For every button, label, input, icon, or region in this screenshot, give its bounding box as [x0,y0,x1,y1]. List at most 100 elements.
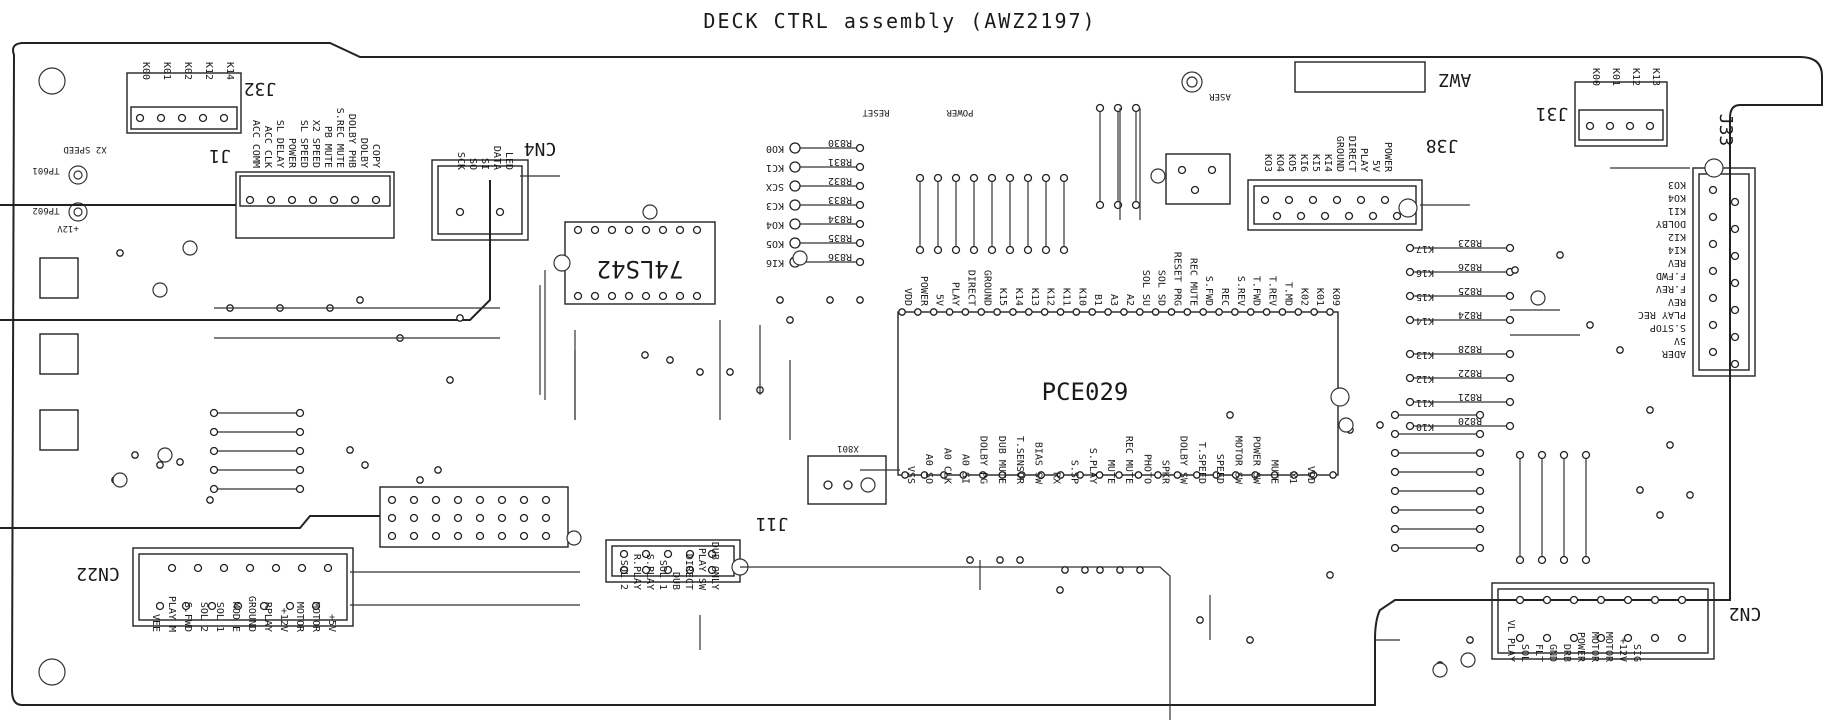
k-left-pad [789,237,801,249]
j33-pin [1730,332,1740,342]
mid-connector-pin [541,513,551,523]
diode-box-2 [39,333,79,375]
shift-ic-pin [607,291,617,301]
cn4-outline [431,159,529,241]
tp601-pad-inner [73,170,83,180]
lower-right-pad [1475,448,1485,458]
cn22-pin-label: +12V [278,608,289,632]
cn2-inner [1497,588,1709,654]
crystal-pad-3 [860,477,876,493]
r-right-label: R823 [1458,237,1482,248]
j11-pin-label: SOL 2 [618,560,629,590]
mid-connector-pin [475,495,485,505]
main-ic-bottom-pin-label: MUTE [1269,460,1280,484]
mid-connector-mount [566,530,582,546]
lower-right-pad [1390,543,1400,553]
j1-pin [266,195,276,205]
mid-connector-pin [387,495,397,505]
cn2-pin-label: FLT [1533,644,1544,662]
j11-pin [641,549,651,559]
resistor-pad [1405,243,1415,253]
component-pad [856,296,864,304]
j32-pin-label: K02 [182,62,193,80]
j1-pin-label: DOLBY PHB [346,114,357,168]
vertical-resistor-pad [1023,245,1033,255]
j38-pin-label: KO3 [1262,154,1273,172]
j38-pin [1260,195,1270,205]
main-ic-top-pin-label: 5V [934,294,945,306]
component-pad [1376,421,1384,429]
main-ic-top-pin-label: A3 [1108,294,1119,306]
via-ring [642,204,658,220]
power-label: POWER [946,107,974,117]
lower-right-pad [1390,486,1400,496]
main-ic-bottom-pin [901,471,909,479]
lower-right-pad [1559,555,1569,565]
shift-ic-pin [590,225,600,235]
main-ic-bottom-pin [940,471,948,479]
j11-pin-label: DIRECT [683,554,694,590]
component-pad [456,314,464,322]
mid-connector-pin [519,531,529,541]
shift-ic-pin [641,291,651,301]
j1-pin-label: DOLBY [358,138,369,168]
k-left-end-pad [855,143,865,153]
main-ic-top-pin [1262,308,1271,316]
j31-pin-label: K13 [1650,68,1661,86]
cn22-pin [155,601,165,611]
main-ic-bottom-pin-label: REC MUTE [1123,436,1134,484]
cn2-pin [1569,595,1579,605]
j38-pin [1368,211,1378,221]
j31-pin [1645,121,1655,131]
resistor-pad [1505,291,1515,301]
j11-pin [641,565,651,575]
aser-pin [1207,165,1217,175]
j1-pin-label: ACC COMM [250,120,261,168]
via-ring [112,472,128,488]
left-k-rows: KO0R830KC1R831SCXR832KC3R833KO4R834KO5R8… [766,137,865,268]
j38-pin-label: KI5 [1310,154,1321,172]
main-ic-bottom-pin [1115,471,1123,479]
lower-right-pad [1559,450,1569,460]
j38-pin [1296,211,1306,221]
j33-pin-labels: KO3KO4KI1DOLBYKI2KI4REVF.FWDF.REVREVPLAY… [1638,179,1686,359]
main-ic-top-pin-label: K10 [1076,288,1087,306]
main-ic-top-pin [945,308,954,316]
mid-connector-pin [409,513,419,523]
main-ic-top-pin-label: PLAY [950,282,961,306]
k-left-label: KO4 [766,219,784,230]
cn22-pin-label: RPLAY [262,602,273,632]
mid-connector-pin [453,513,463,523]
k-left-pad [789,199,801,211]
mid-connector-pin [431,513,441,523]
component-pad [666,356,674,364]
j11-pin-label: S.PLAY [644,554,655,590]
cn2-pin [1677,633,1687,643]
j33-pin [1708,185,1718,195]
j38-pin [1344,211,1354,221]
j33-pin [1708,212,1718,222]
cn2-pin [1650,633,1660,643]
j31-inner [1578,109,1664,141]
j33-pin-label: KI4 [1668,244,1686,255]
component-pad [116,249,124,257]
shift-ic-pin [607,225,617,235]
cn4-label: CN4 [524,138,557,159]
shift-ic-pin [590,291,600,301]
lower-right-pad [1475,467,1485,477]
j33-pin [1730,305,1740,315]
k-right-label: K10 [1416,421,1434,432]
tp601-label: TP601 [32,165,59,175]
k-left-pad [789,218,801,230]
main-ic-bottom-pin-label: T.SPEED [1196,442,1207,484]
component-pad [1016,556,1024,564]
main-ic-top-pin-label: K15 [997,288,1008,306]
vertical-resistor-pad [951,245,961,255]
component-pad [1246,636,1254,644]
mid-connector-pin [409,495,419,505]
k-left-pad [789,180,801,192]
cn22-pin [271,563,281,573]
j33-pin-label: KO3 [1668,179,1686,190]
